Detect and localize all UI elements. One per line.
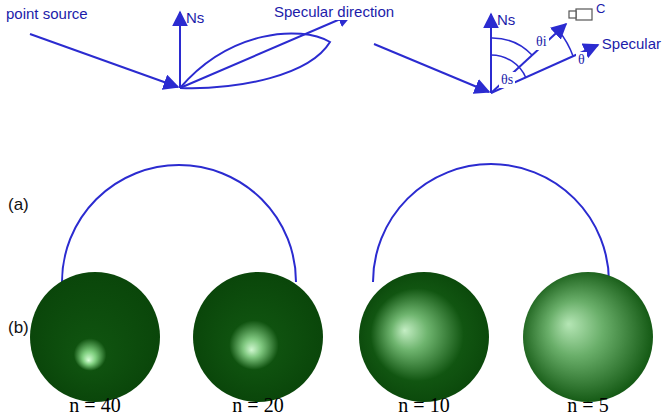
panel-label: (b) xyxy=(8,319,29,338)
angle-label: θs xyxy=(499,72,515,87)
surface-arc xyxy=(373,164,609,282)
shaded-sphere xyxy=(193,272,323,402)
shaded-sphere xyxy=(359,272,489,402)
exponent-label: n = 5 xyxy=(567,394,608,416)
specular-label: Specular xyxy=(600,36,663,53)
shaded-sphere xyxy=(523,272,653,402)
specular-ray xyxy=(180,14,352,88)
incident-ray xyxy=(374,44,489,92)
exponent-label: n = 40 xyxy=(69,394,120,416)
direction-label: Specular direction xyxy=(272,4,396,21)
normal-label: Ns xyxy=(497,12,515,29)
surface-arc xyxy=(62,165,296,282)
exponent-label: n = 20 xyxy=(232,394,283,416)
panel-label: (a) xyxy=(8,196,29,215)
camera-lens xyxy=(569,11,576,18)
specular-lobe xyxy=(180,33,330,88)
camera-ray xyxy=(491,24,566,93)
camera-label: C xyxy=(596,2,605,16)
camera-body xyxy=(576,9,592,20)
angle-label: θ xyxy=(576,52,587,67)
source-label: point source xyxy=(6,6,88,23)
shaded-sphere xyxy=(30,272,160,402)
angle-label: θi xyxy=(534,34,549,49)
angle-arc xyxy=(559,31,573,56)
normal-label: Ns xyxy=(186,10,204,27)
incident-ray xyxy=(30,34,178,87)
exponent-label: n = 10 xyxy=(398,394,449,416)
normal-arrow xyxy=(490,14,492,93)
normal-arrow xyxy=(179,12,181,88)
specular-ray xyxy=(491,45,598,93)
angle-arc xyxy=(491,38,532,55)
